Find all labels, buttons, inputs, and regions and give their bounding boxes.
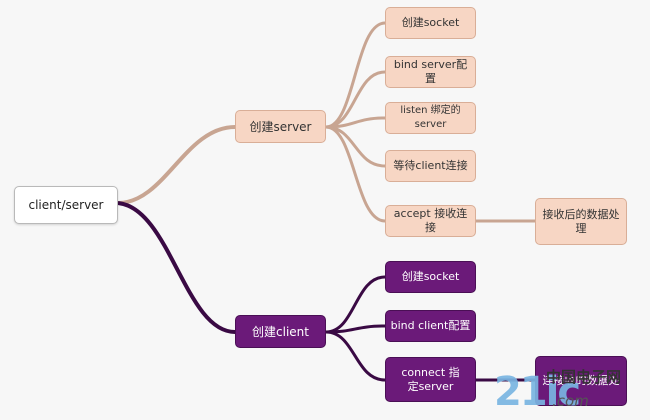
server-child-label: bind server配置 (393, 58, 468, 85)
edge-server-wait (325, 125, 386, 168)
client-child-bind[interactable]: bind client配置 (385, 310, 476, 342)
server-child-bind[interactable]: bind server配置 (385, 56, 476, 88)
root-node[interactable]: client/server (14, 186, 118, 224)
client-child-create-socket[interactable]: 创建socket (385, 261, 476, 293)
edge-root-client (117, 201, 236, 334)
client-child-connect[interactable]: connect 指定server (385, 357, 476, 402)
watermark-domain-text: .com (552, 392, 589, 410)
server-child-listen[interactable]: listen 绑定的server (385, 102, 476, 134)
watermark-chinese-text: 中国电子网 (546, 368, 622, 386)
watermark-big-text: 21ic (494, 369, 581, 415)
client-node[interactable]: 创建client (235, 315, 326, 348)
connect-process-node[interactable]: 连接收的数据处 (535, 356, 627, 406)
edge-client-socket (325, 275, 386, 334)
edge-server-accept (325, 125, 386, 223)
server-child-label: 创建socket (401, 16, 460, 29)
server-child-label: 等待client连接 (393, 159, 468, 172)
server-node[interactable]: 创建server (235, 110, 326, 143)
connect-process-label: 连接收的数据处 (542, 374, 620, 387)
watermark-logo: 21ic 中国电子网 .com (494, 368, 644, 416)
edge-root-server (117, 125, 236, 205)
client-child-label: connect 指定server (401, 365, 460, 393)
server-label: 创建server (249, 119, 312, 134)
server-child-label: listen 绑定的server (400, 105, 461, 130)
client-child-label: bind client配置 (390, 319, 471, 332)
server-child-wait[interactable]: 等待client连接 (385, 150, 476, 182)
server-child-create-socket[interactable]: 创建socket (385, 7, 476, 39)
client-child-label: 创建socket (401, 270, 460, 283)
edge-server-socket (325, 21, 386, 129)
client-label: 创建client (252, 324, 309, 339)
accept-process-label: 接收后的数据处理 (542, 207, 620, 235)
root-label: client/server (28, 198, 104, 212)
server-child-label: accept 接收连接 (393, 207, 468, 234)
server-child-accept[interactable]: accept 接收连接 (385, 205, 476, 237)
accept-process-node[interactable]: 接收后的数据处理 (535, 198, 627, 245)
edge-client-connect (325, 330, 386, 382)
